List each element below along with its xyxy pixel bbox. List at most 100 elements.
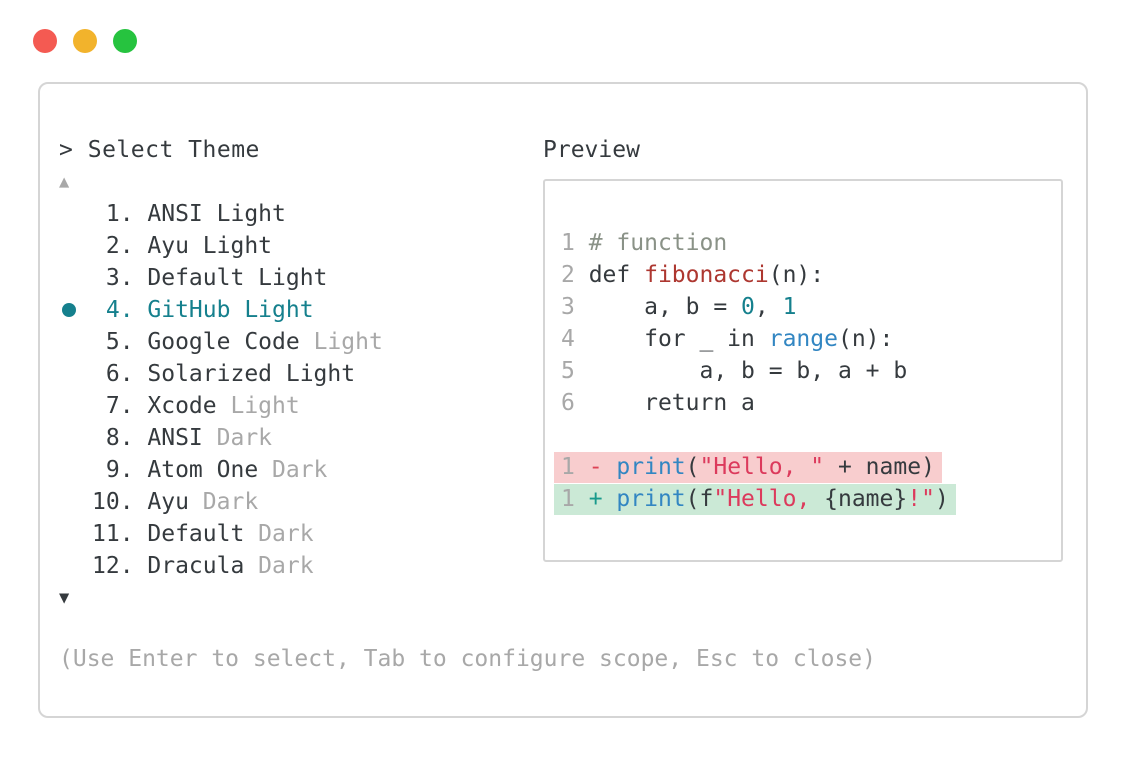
close-button[interactable] [33,29,57,53]
theme-number: 6. [92,361,148,387]
theme-number: 7. [92,393,148,419]
code-line-3: 3 a, b = 0, 1 [561,291,956,323]
theme-name: ANSI [147,425,203,451]
theme-number: 5. [92,329,148,355]
code-line-6: 6 return a [561,387,956,419]
theme-option-ansi-light[interactable]: 1. ANSI Light [59,198,383,230]
code-token: 2 [561,262,589,288]
theme-option-solarized-light[interactable]: 6. Solarized Light [59,358,383,390]
theme-variant-label: Dark [258,457,328,483]
code-token: (f [685,486,714,512]
theme-number: 2. [92,233,148,259]
diff-highlight-added: 1 + print(f"Hello, {name}!") [554,484,956,515]
code-token: ) [934,486,949,512]
theme-number: 9. [92,457,148,483]
theme-name: Xcode [147,393,217,419]
theme-number: 1. [92,201,148,227]
code-token: fibonacci [644,262,769,288]
theme-option-google-code[interactable]: 5. Google Code Light [59,326,383,358]
theme-name: Atom One [147,457,259,483]
code-token: a, b = b, a + b [588,358,908,384]
theme-variant-label: Light [299,329,383,355]
selected-theme-bullet-icon [62,303,76,317]
theme-name: ANSI Light [147,201,286,227]
theme-name: Default [147,521,245,547]
theme-option-ansi[interactable]: 8. ANSI Dark [59,422,383,454]
diff-line-added: 1 + print(f"Hello, {name}!") [554,483,956,515]
theme-variant-label: Dark [244,553,314,579]
code-token: 0 [741,294,755,320]
code-token: !" [907,486,935,512]
code-token: - [588,454,617,480]
theme-variant-label: Light [216,393,300,419]
code-token: , [754,294,783,320]
code-token: 5 [561,358,589,384]
maximize-button[interactable] [113,29,137,53]
theme-selector-pane: > Select Theme ▲ 1. ANSI Light 2. Ayu Li… [59,134,383,614]
theme-name: GitHub Light [147,297,314,323]
theme-name: Ayu Light [147,233,273,259]
code-token: "Hello, " [699,454,825,480]
code-token: + [588,486,617,512]
code-token: return a [588,390,755,416]
theme-number: 4. [92,297,148,323]
code-token: 3 [561,294,589,320]
code-token: (n): [768,262,825,288]
code-token: (n): [837,326,894,352]
theme-option-default[interactable]: 11. Default Dark [59,518,383,550]
theme-name: Google Code [147,329,300,355]
code-token: 4 [561,326,589,352]
window-controls [33,29,137,53]
theme-number: 8. [92,425,148,451]
code-token: for _ in [588,326,769,352]
prompt-title: Select Theme [87,137,260,163]
theme-option-default-light[interactable]: 3. Default Light [59,262,383,294]
theme-option-ayu-light[interactable]: 2. Ayu Light [59,230,383,262]
minimize-button[interactable] [73,29,97,53]
diff-highlight-removed: 1 - print("Hello, " + name) [554,452,942,483]
code-line-5: 5 a, b = b, a + b [561,355,956,387]
theme-option-ayu[interactable]: 10. Ayu Dark [59,486,383,518]
theme-number: 12. [92,553,148,579]
blank-line [561,419,956,451]
theme-option-github-light[interactable]: 4. GitHub Light [59,294,383,326]
code-token: range [768,326,838,352]
theme-variant-label: Dark [188,489,259,515]
code-token: print [616,454,686,480]
code-token: print [616,486,686,512]
theme-list: 1. ANSI Light 2. Ayu Light 3. Default Li… [59,198,383,582]
code-token: # function [588,230,728,256]
code-line-4: 4 for _ in range(n): [561,323,956,355]
code-line-1: 1 # function [561,227,956,259]
code-token: 1 [561,230,589,256]
theme-name: Default Light [147,265,328,291]
theme-option-atom-one[interactable]: 9. Atom One Dark [59,454,383,486]
theme-variant-label: Dark [202,425,273,451]
code-token: 1 [561,486,589,512]
diff-line-removed: 1 - print("Hello, " + name) [554,451,956,483]
code-token: 6 [561,390,589,416]
theme-name: Solarized Light [147,361,356,387]
theme-option-dracula[interactable]: 12. Dracula Dark [59,550,383,582]
theme-number: 10. [92,489,148,515]
theme-selector-window: > Select Theme ▲ 1. ANSI Light 2. Ayu Li… [38,82,1088,718]
theme-name: Dracula [147,553,245,579]
code-token: + name) [824,454,935,480]
code-token: 1 [561,454,589,480]
theme-option-xcode[interactable]: 7. Xcode Light [59,390,383,422]
code-token: {name} [824,486,908,512]
keyboard-hint: (Use Enter to select, Tab to configure s… [59,646,876,672]
theme-name: Ayu [147,489,189,515]
code-token: ( [685,454,700,480]
preview-title: Preview [543,137,640,163]
scroll-up-indicator-icon[interactable]: ▲ [59,172,70,192]
prompt-chevron-icon: > [59,137,74,163]
scroll-down-indicator-icon[interactable]: ▼ [59,588,70,608]
code-token: 1 [782,294,797,320]
select-theme-prompt: > Select Theme [59,134,383,166]
theme-number: 11. [92,521,148,547]
theme-variant-label: Dark [244,521,314,547]
code-token: a, b = [588,294,742,320]
